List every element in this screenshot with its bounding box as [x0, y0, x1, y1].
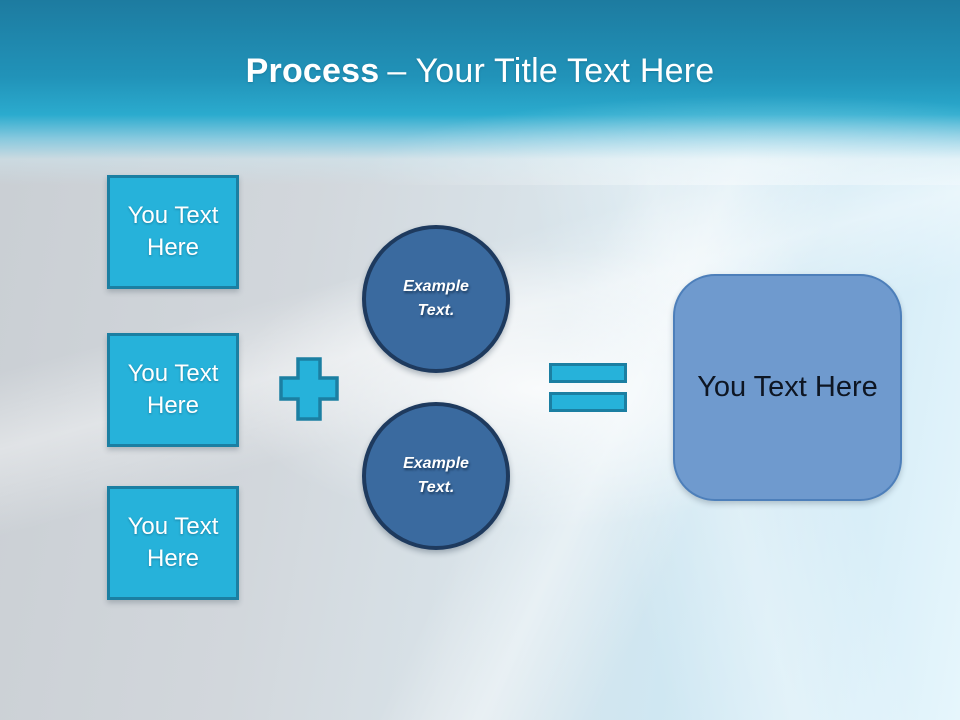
- example-circle-1[interactable]: Example Text.: [362, 225, 510, 373]
- input-box-3-label: You Text Here: [127, 512, 219, 572]
- input-box-1[interactable]: You Text Here: [107, 175, 239, 289]
- input-box-2[interactable]: You Text Here: [107, 333, 239, 447]
- title-emphasis: Process: [245, 52, 380, 90]
- result-box-label: You Text Here: [697, 371, 878, 403]
- plus-icon[interactable]: [279, 357, 339, 421]
- example-circle-2[interactable]: Example Text.: [362, 402, 510, 550]
- input-box-2-label: You Text Here: [127, 359, 219, 419]
- example-circle-2-label: Example Text.: [403, 455, 469, 496]
- page-title[interactable]: Process– Your Title Text Here: [0, 52, 960, 91]
- input-box-1-label: You Text Here: [127, 201, 219, 261]
- equals-bar-bottom: [549, 392, 627, 412]
- equals-icon[interactable]: [549, 363, 627, 413]
- example-circle-1-label: Example Text.: [403, 278, 469, 319]
- title-rest: – Your Title Text Here: [387, 52, 715, 90]
- equals-bar-top: [549, 363, 627, 383]
- input-box-3[interactable]: You Text Here: [107, 486, 239, 600]
- header-band: [0, 0, 960, 185]
- result-box[interactable]: You Text Here: [673, 274, 902, 501]
